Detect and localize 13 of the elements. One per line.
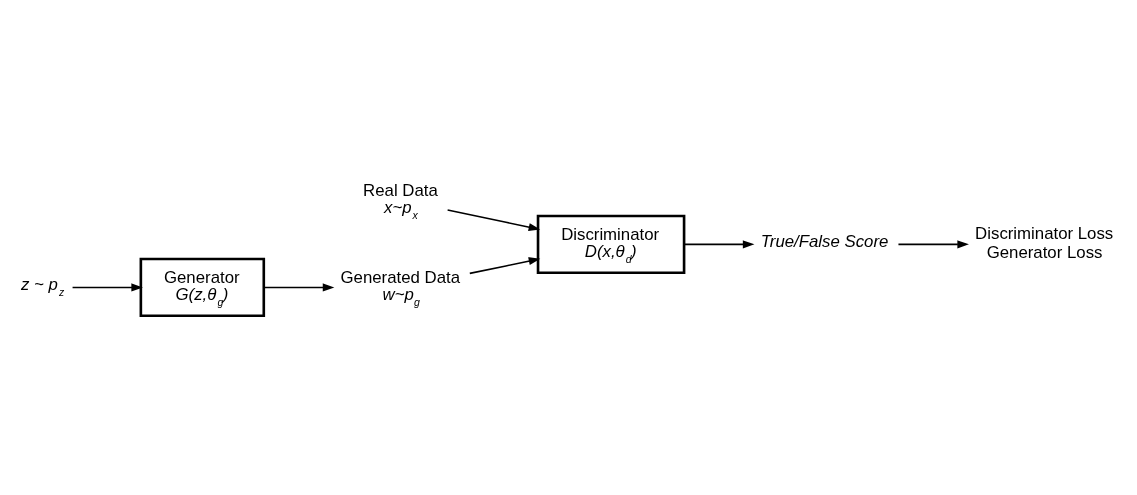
arrow bbox=[71, 283, 143, 292]
node-text: True/False Score bbox=[760, 232, 889, 252]
node-box: Generator G(z,θ$_{g}$) bbox=[139, 257, 266, 318]
node-text: Generated Data w~p$_{g}$ bbox=[340, 268, 461, 308]
arrow bbox=[446, 209, 541, 232]
node-box: Discriminator D(x,θ$_{d}$) bbox=[536, 214, 686, 275]
arrow bbox=[897, 240, 969, 249]
node-text: z ~ p$_{z}$ bbox=[21, 275, 65, 299]
node-text: Discriminator Loss Generator Loss bbox=[975, 223, 1114, 262]
arrow bbox=[683, 240, 755, 249]
arrow bbox=[263, 283, 335, 292]
arrow bbox=[469, 257, 541, 275]
node-text: Real Data x~p$_{x}$ bbox=[363, 180, 438, 221]
